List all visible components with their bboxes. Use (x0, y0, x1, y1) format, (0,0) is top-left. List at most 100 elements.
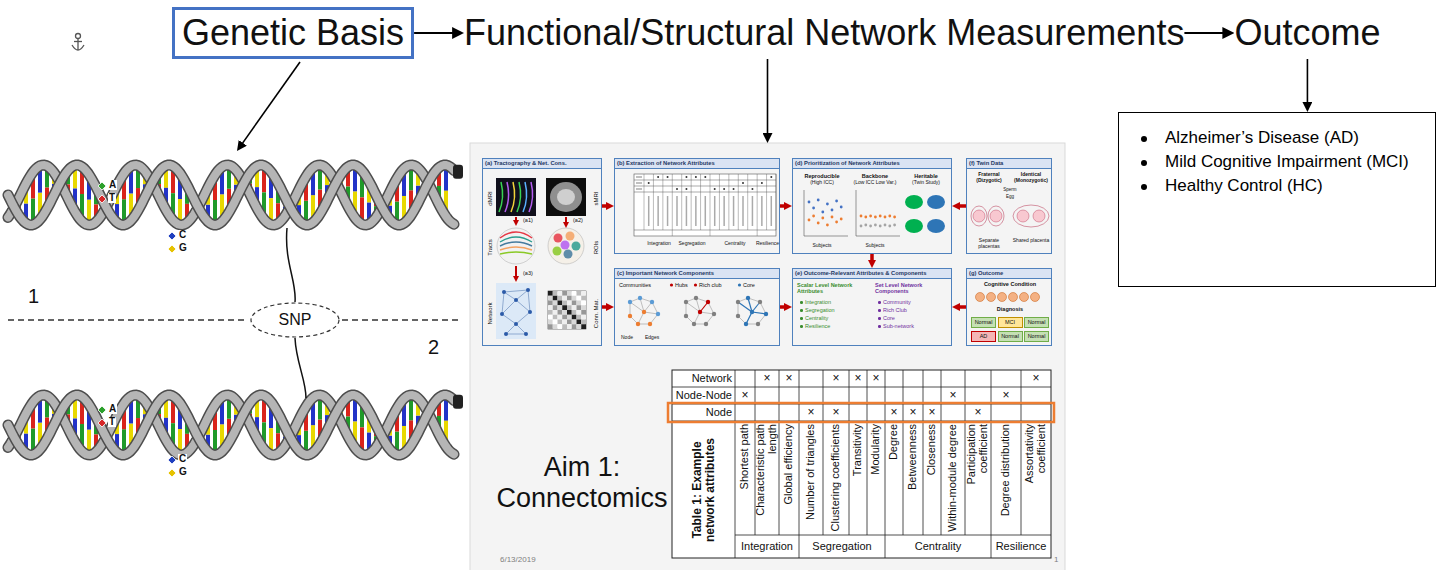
graph-edge (630, 302, 644, 312)
twin-figure (1017, 210, 1029, 222)
table-line (735, 387, 1051, 388)
dmri-fiber (529, 182, 533, 212)
mini-mark (770, 176, 772, 178)
matrix-cell (548, 320, 553, 325)
anchor-shaft (77, 39, 78, 51)
mini-table-line (757, 230, 758, 236)
network-node (502, 290, 506, 294)
diagnosis-box: AD (971, 331, 996, 342)
matrix-cell (562, 296, 567, 301)
graph-node (764, 312, 768, 316)
connector-arrow (780, 305, 787, 309)
dmri-fiber (523, 182, 527, 212)
network-image (496, 283, 536, 339)
matrix-cell (558, 310, 563, 315)
table-line (965, 370, 966, 535)
person-icon (1031, 293, 1040, 302)
matrix-cell (567, 301, 572, 306)
graph-node (692, 322, 696, 326)
row-header: Node (673, 404, 732, 421)
dna-strand (8, 165, 454, 225)
table-line (823, 370, 824, 535)
network-edge (504, 290, 528, 292)
plot-axis (804, 190, 848, 236)
network-node (500, 312, 504, 316)
person-icon (998, 293, 1007, 302)
panel-text: Set Level Network Components (875, 282, 949, 295)
table-mark: × (755, 370, 779, 387)
mini-mark (685, 188, 687, 190)
matrix-cell (572, 301, 577, 306)
matrix-cell (581, 296, 586, 301)
graph-node (698, 310, 702, 314)
snp-pointer (287, 228, 296, 302)
matrix-cell (562, 310, 567, 315)
mini-table-line (681, 174, 682, 230)
matrix-cell (577, 291, 582, 296)
plot-dot (826, 224, 829, 227)
mini-row-text (636, 182, 642, 184)
matrix-cell (581, 315, 586, 320)
person-icon (987, 293, 996, 302)
matrix-cell (553, 324, 558, 329)
panel-text: Reproducible (797, 173, 847, 179)
matrix-cell (553, 305, 558, 310)
graph-node (704, 322, 708, 326)
table-line (672, 387, 735, 388)
panel-text: Rich club (699, 282, 722, 288)
plot-dot (874, 216, 877, 219)
mini-table-line (634, 192, 776, 193)
mini-table-line (719, 174, 720, 230)
snp-ellipse: SNP (250, 302, 340, 338)
matrix-cell (581, 320, 586, 325)
panel-text: Network (486, 284, 495, 342)
mini-mark (742, 182, 744, 184)
dna-strand (8, 165, 454, 225)
placenta (971, 206, 987, 226)
panel-text: Centrality (805, 315, 828, 321)
mini-header-text (771, 196, 773, 226)
base-letter: G (178, 467, 188, 477)
plot-dot (808, 201, 811, 204)
panel-text: Tracts (486, 227, 495, 267)
network-edge (516, 312, 530, 324)
matrix-cell (567, 305, 572, 310)
pipeline-panel: (a) Tractography & Net. Cons.dMRIsMRITra… (482, 158, 602, 346)
panel-text: Cognitive Condition (969, 281, 1051, 287)
person-icon (976, 293, 985, 302)
graph-node (636, 322, 640, 326)
mini-table-line (738, 174, 739, 230)
legend-dot (694, 283, 697, 286)
pipeline-panel: (f) Twin DataFraternal (Dizygotic)Identi… (966, 158, 1052, 254)
dmri-image (496, 178, 536, 216)
mini-header-text (733, 196, 735, 226)
table-line (1021, 370, 1022, 535)
mini-table-line (644, 174, 645, 230)
matrix-cell (581, 324, 586, 329)
plot-dot (888, 215, 891, 218)
diagnosis-box: Normal (998, 331, 1023, 342)
panel-text: Identical (Monozygotic) (1011, 172, 1051, 184)
table-line (799, 535, 800, 558)
tract-fiber (500, 242, 532, 246)
connector-arrow (780, 204, 787, 208)
mini-table-line (672, 174, 673, 230)
matrix-cell (553, 301, 558, 306)
matrix-cell (553, 296, 558, 301)
mini-table-line (728, 174, 729, 230)
roi-patch (564, 250, 573, 259)
column-header: Assortativity coefficient (1021, 422, 1051, 534)
mini-header-text (752, 196, 754, 226)
mini-mark (676, 188, 678, 190)
graph-node (758, 300, 762, 304)
matrix-cell (558, 305, 563, 310)
mini-table-line (710, 230, 711, 236)
tract-fiber (500, 247, 532, 250)
base-diamond (98, 182, 106, 190)
aim-title: Aim 1: Connectomics (493, 452, 671, 514)
table-mark: × (923, 404, 941, 421)
panel-text: Subjects (797, 243, 847, 249)
person-icon (1020, 293, 1029, 302)
mini-header-text (714, 196, 716, 226)
mini-table-line (662, 174, 663, 230)
